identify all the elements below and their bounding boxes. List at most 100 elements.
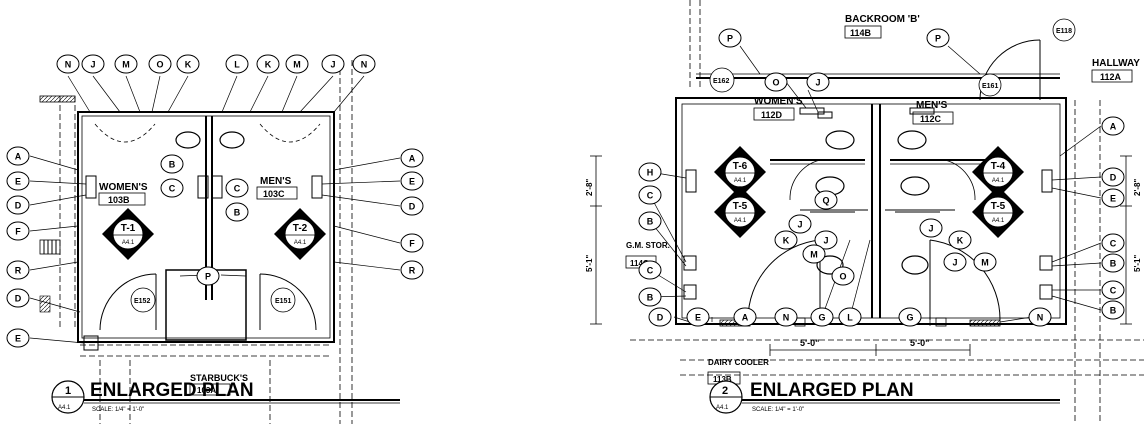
keynote-bubble-m: M [973, 252, 997, 272]
keynote-bubble-q: Q [814, 190, 838, 210]
keynote-letter: F [409, 239, 415, 249]
dim-right-5-1: 5'-1" [1133, 255, 1142, 272]
keynote-letter: D [657, 313, 664, 323]
keynote-letter: K [185, 60, 192, 70]
keynote-bubble-d: D [6, 195, 30, 215]
keynote-bubble-o: O [764, 72, 788, 92]
keynote-letter: M [122, 60, 130, 70]
plan-1-title-block: 1 A4.1 ENLARGED PLAN SCALE: 1/4" = 1'-0" [51, 380, 400, 414]
keynote-bubble-d: D [1101, 167, 1125, 187]
keynote-letter: J [90, 60, 95, 70]
keynote-letter: F [15, 227, 21, 237]
keynote-letter: J [952, 258, 957, 268]
keynote-bubble-e: E [6, 328, 30, 348]
keynote-letter: H [647, 168, 654, 178]
keynote-bubble-j: J [806, 72, 830, 92]
plan-1-sheet-ref: A4.1 [58, 405, 71, 411]
keynote-bubble-m: M [802, 244, 826, 264]
plan-1-number: 1 [65, 385, 71, 397]
room-mens-112c-name: MEN'S [916, 100, 948, 111]
fixture-tag-t-2: T-2A4.1 [274, 208, 326, 260]
plan-1-outer-wall [77, 111, 335, 343]
keynote-bubble-b: B [638, 287, 662, 307]
plan-2-number: 2 [722, 385, 728, 397]
keynote-bubble-b: B [638, 211, 662, 231]
fixture-tag-label: T-2 [293, 223, 308, 234]
keynote-bubble-h: H [638, 162, 662, 182]
keynote-bubble-e: E [1101, 188, 1125, 208]
keynote-bubble-e: E [6, 171, 30, 191]
keynote-letter: K [265, 60, 272, 70]
keynote-bubble-e: E [686, 307, 710, 327]
door-tag-e152: E152 [134, 298, 150, 305]
keynote-bubble-p: P [926, 28, 950, 48]
keynote-bubble-a: A [733, 307, 757, 327]
keynote-bubble-k: K [948, 230, 972, 250]
room-womens-103b-num: 103B [108, 195, 130, 205]
keynote-letter: C [169, 184, 176, 194]
keynote-letter: B [1110, 259, 1117, 269]
keynote-bubble-a: A [1101, 116, 1125, 136]
keynote-bubble-c: C [225, 178, 249, 198]
fixture-tag-label: T-5 [991, 201, 1006, 212]
keynote-letter: A [409, 154, 416, 164]
dim-bottom-5-0-a: 5'-0" [800, 338, 819, 348]
keynote-letter: O [839, 272, 846, 282]
keynote-letter: B [647, 217, 654, 227]
fixture-tag-t-4: T-4A4.1 [972, 146, 1024, 198]
keynote-bubble-j: J [814, 230, 838, 250]
dim-left-2-8: 2'-8" [585, 179, 594, 196]
fixture-tag-t-1: T-1A4.1 [102, 208, 154, 260]
keynote-letter: B [1110, 306, 1117, 316]
keynote-bubble-a: A [400, 148, 424, 168]
keynote-letter: N [783, 313, 790, 323]
keynote-bubble-a: A [6, 146, 30, 166]
room-backroom-b-name: BACKROOM 'B' [845, 14, 920, 25]
keynote-letter: E [1110, 194, 1116, 204]
door-tag-e162: E162 [713, 78, 729, 85]
keynote-letter: R [409, 266, 416, 276]
keynote-letter: O [156, 60, 163, 70]
keynote-bubble-l: L [838, 307, 862, 327]
keynote-bubble-n: N [1028, 307, 1052, 327]
room-hallway-num: 112A [1100, 72, 1122, 82]
keynote-letter: E [409, 177, 415, 187]
keynote-letter: A [1110, 122, 1117, 132]
room-womens-103b-name: WOMEN'S [99, 182, 148, 193]
plan-2 [590, 0, 1144, 424]
keynote-letter: K [783, 236, 790, 246]
keynote-bubble-c: C [638, 260, 662, 280]
keynote-bubble-b: B [225, 202, 249, 222]
room-mens-103c-num: 103C [263, 189, 285, 199]
door-tag-e151: E151 [275, 298, 291, 305]
keynote-letter: B [647, 293, 654, 303]
dim-left-5-1: 5'-1" [585, 255, 594, 272]
room-starbucks-103a-name: STARBUCK'S [190, 373, 248, 383]
keynote-letter: N [65, 60, 72, 70]
keynote-letter: C [1110, 239, 1117, 249]
keynote-letter: P [205, 272, 211, 282]
fixture-tag-t-5: T-5A4.1 [972, 186, 1024, 238]
keynote-letter: B [169, 160, 176, 170]
fixture-tag-sheet: A4.1 [734, 218, 747, 224]
fixture-tag-t-5: T-5A4.1 [714, 186, 766, 238]
dim-bottom-5-0-b: 5'-0" [910, 338, 929, 348]
keynote-bubble-f: F [400, 233, 424, 253]
keynote-bubble-o: O [148, 54, 172, 74]
fixture-tag-sheet: A4.1 [294, 240, 307, 246]
keynote-letter: C [647, 191, 654, 201]
dim-right-2-8: 2'-8" [1133, 179, 1142, 196]
keynote-bubble-r: R [400, 260, 424, 280]
room-backroom-b-num: 114B [850, 28, 872, 38]
fixture-tag-sheet: A4.1 [122, 240, 135, 246]
keynote-bubble-c: C [1101, 280, 1125, 300]
keynote-bubble-g: G [898, 307, 922, 327]
room-mens-112c-num: 112C [920, 114, 942, 124]
keynote-bubble-p: P [196, 266, 220, 286]
keynote-bubble-n: N [774, 307, 798, 327]
keynote-letter: M [810, 250, 818, 260]
room-mens-103c-name: MEN'S [260, 176, 292, 187]
keynote-letter: E [15, 177, 21, 187]
